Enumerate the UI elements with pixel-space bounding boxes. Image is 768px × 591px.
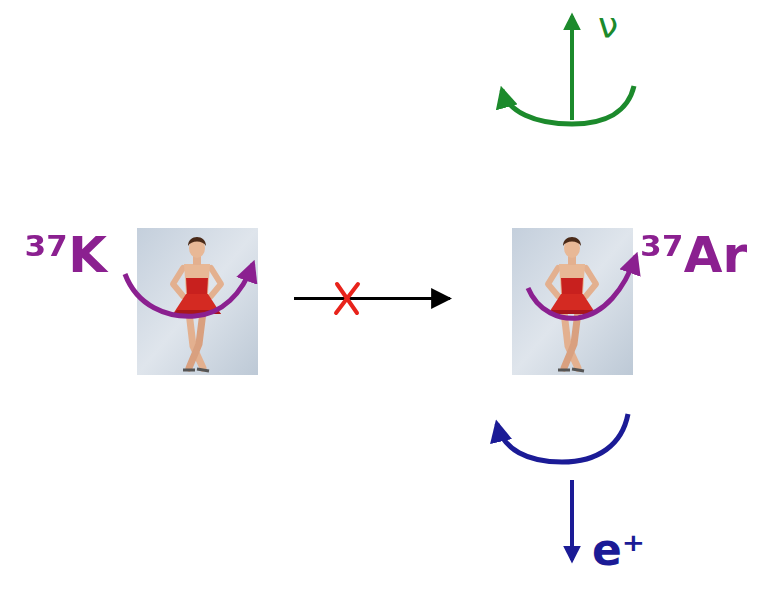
neutrino-spin-curl [502, 86, 634, 124]
skater-face [189, 238, 205, 258]
skate-blade [558, 369, 570, 372]
cross-stroke [337, 284, 357, 313]
skater-picture [512, 228, 633, 375]
skater-arm [173, 268, 183, 296]
skate-blade [572, 369, 584, 371]
nucleus-box: ³⁷Ar [512, 228, 633, 375]
skater-skirt [548, 294, 596, 314]
nucleus-spin-curl [528, 256, 636, 318]
positron-spin-curl [497, 414, 628, 462]
skate-blade [183, 369, 195, 372]
nuclide-label: ³⁷Ar [640, 228, 747, 283]
nucleus-box: ³⁷K [137, 228, 258, 375]
decay-arrow [294, 297, 450, 300]
skater-arm [586, 268, 596, 296]
ice-background [512, 228, 633, 375]
positron-momentum-arrow [570, 480, 574, 560]
nuclide-label: ³⁷K [24, 228, 107, 283]
skater-leg [189, 312, 203, 368]
neutrino-momentum-arrow [570, 16, 574, 120]
skater-bodice [186, 278, 208, 296]
skater-hair [563, 237, 581, 246]
skater-face [564, 238, 580, 258]
ice-background [137, 228, 258, 375]
skater-arm [548, 268, 558, 296]
particle-label: ν [598, 8, 618, 44]
skater-hair [188, 237, 206, 246]
skater-leg [189, 312, 203, 368]
cross-stroke [336, 284, 358, 313]
skater-picture [137, 228, 258, 375]
skate-blade [197, 369, 209, 371]
forbidden-cross [336, 284, 358, 313]
skater-bodice [561, 278, 583, 296]
skater-arm [211, 268, 221, 296]
particle-label: e⁺ [592, 528, 645, 572]
nucleus-spin-curl [125, 264, 253, 316]
